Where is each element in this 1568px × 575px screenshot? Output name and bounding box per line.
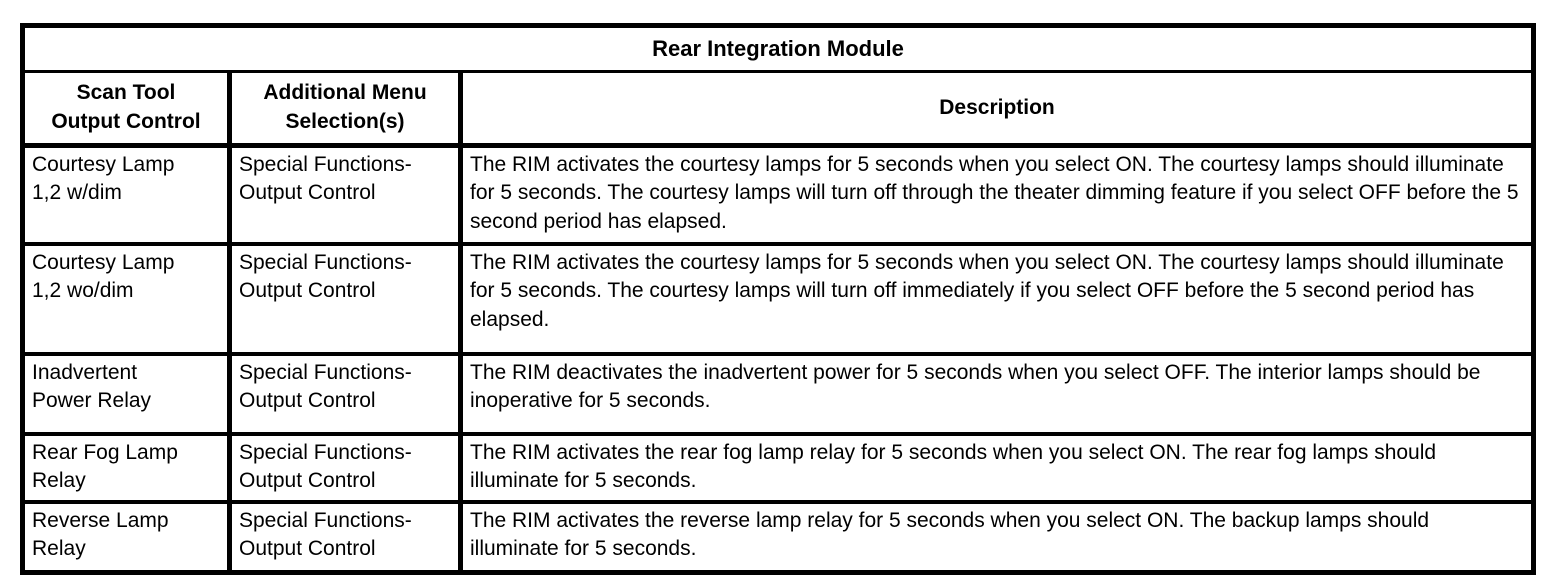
cell-menu-selection: Special Functions- Output Control [227,241,463,356]
cell-description: The RIM activates the reverse lamp relay… [458,499,1536,575]
table-row: Rear Fog Lamp Relay Special Functions- O… [20,431,1536,504]
table-title: Rear Integration Module [20,23,1536,73]
table-title-row: Rear Integration Module [20,23,1536,73]
table-row: Inadvertent Power Relay Special Function… [20,351,1536,436]
cell-description: The RIM deactivates the inadvertent powe… [458,351,1536,436]
cell-output-control: Reverse Lamp Relay [20,499,232,575]
column-header-scan-tool-output-control: Scan Tool Output Control [20,69,232,148]
column-header-description: Description [458,69,1536,148]
table-row: Reverse Lamp Relay Special Functions- Ou… [20,499,1536,575]
cell-output-control: Rear Fog Lamp Relay [20,431,232,504]
cell-output-control: Courtesy Lamp 1,2 wo/dim [20,241,232,356]
column-header-additional-menu-selection: Additional Menu Selection(s) [227,69,463,148]
cell-output-control: Inadvertent Power Relay [20,351,232,436]
table-row: Courtesy Lamp 1,2 w/dim Special Function… [20,143,1536,246]
cell-description: The RIM activates the courtesy lamps for… [458,241,1536,356]
table-row: Courtesy Lamp 1,2 wo/dim Special Functio… [20,241,1536,356]
cell-description: The RIM activates the courtesy lamps for… [458,143,1536,246]
rim-output-control-table: Rear Integration Module Scan Tool Output… [20,23,1536,575]
cell-menu-selection: Special Functions- Output Control [227,431,463,504]
cell-output-control: Courtesy Lamp 1,2 w/dim [20,143,232,246]
cell-description: The RIM activates the rear fog lamp rela… [458,431,1536,504]
cell-menu-selection: Special Functions- Output Control [227,143,463,246]
table-header-row: Scan Tool Output Control Additional Menu… [20,69,1536,148]
cell-menu-selection: Special Functions- Output Control [227,351,463,436]
cell-menu-selection: Special Functions- Output Control [227,499,463,575]
